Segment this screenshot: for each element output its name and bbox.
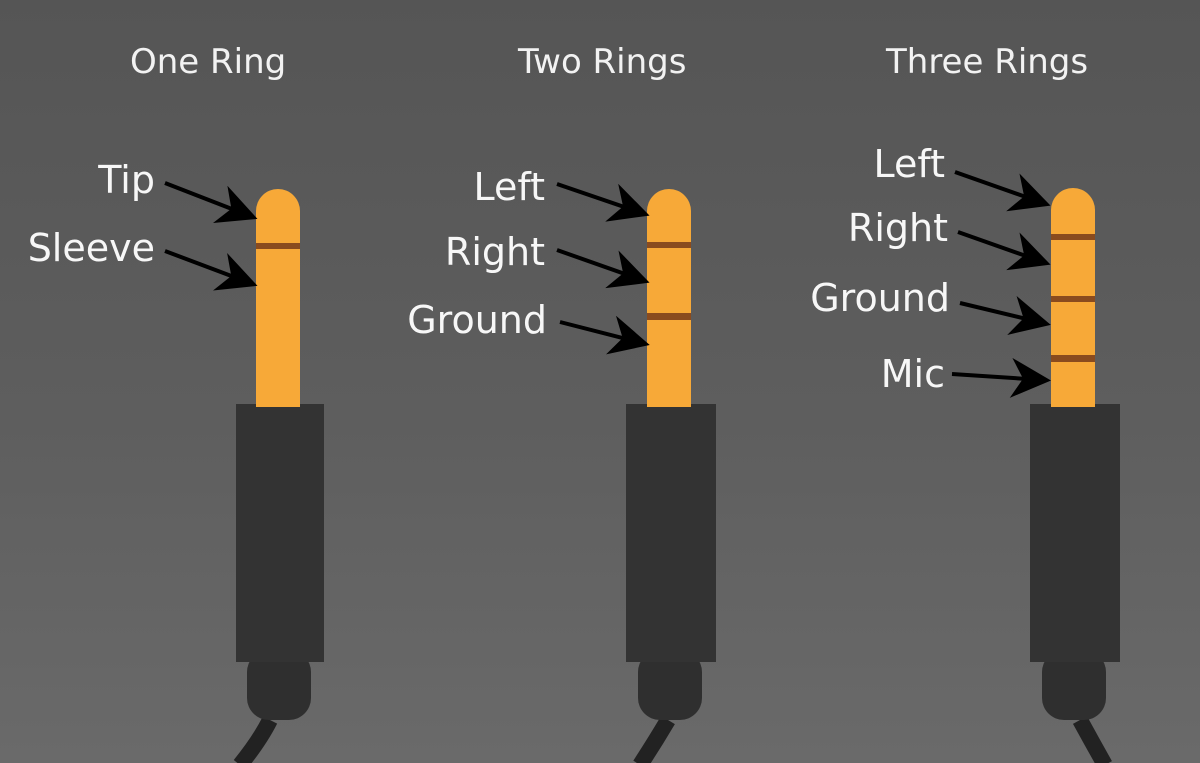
ring-band [1051, 234, 1095, 240]
title-two-rings: Two Rings [518, 42, 687, 82]
ring-band [647, 313, 691, 320]
plug-three-rings [951, 170, 1120, 763]
plug-neck [247, 650, 311, 720]
label-ground: Ground [407, 298, 547, 342]
label-tip: Tip [98, 158, 155, 202]
arrow-left [556, 182, 650, 222]
arrow-right [957, 230, 1051, 271]
arrow-ground [959, 296, 1051, 335]
plug-tip [256, 189, 300, 407]
plug-neck [638, 650, 702, 720]
ring-band [1051, 355, 1095, 362]
label-left: Left [873, 142, 946, 186]
title-one-ring: One Ring [130, 42, 287, 82]
plug-tip [647, 189, 691, 407]
arrow-tip [164, 181, 258, 224]
plug-body [236, 404, 324, 662]
plug-one-ring [164, 181, 324, 763]
arrow-right [556, 248, 650, 289]
label-right: Right [847, 206, 948, 250]
arrow-sleeve [164, 249, 258, 291]
plug-two-rings [556, 182, 716, 763]
label-ground: Ground [810, 276, 950, 320]
ring-band [256, 243, 300, 249]
label-sleeve: Sleeve [27, 226, 155, 270]
ring-band [647, 242, 691, 248]
label-mic: Mic [880, 352, 945, 396]
cable [633, 715, 675, 763]
arrow-mic [951, 357, 1051, 398]
label-left: Left [473, 165, 546, 209]
cable [233, 716, 278, 763]
cable [1072, 716, 1112, 763]
title-three-rings: Three Rings [886, 42, 1089, 82]
label-right: Right [444, 230, 545, 274]
plug-body [626, 404, 716, 662]
arrow-left [954, 170, 1051, 212]
plug-body [1030, 404, 1120, 662]
arrow-ground [559, 315, 650, 355]
plug-neck [1042, 650, 1106, 720]
ring-band [1051, 296, 1095, 302]
